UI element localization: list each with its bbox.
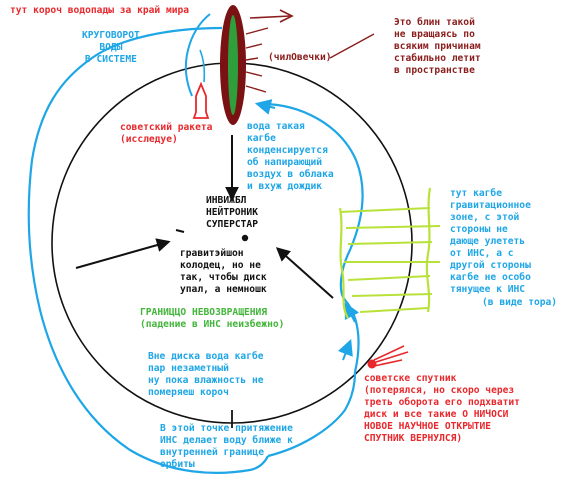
side-arrow: [329, 33, 375, 59]
arrow-from-left: [75, 238, 171, 269]
sheep-label: (чилОвечки): [268, 52, 332, 63]
rotation-arrow-top: [249, 15, 291, 19]
waterfall-top-left: [184, 13, 211, 97]
satellite-label: советске спутник (потерялся, но скоро че…: [364, 373, 520, 444]
water-cycle-label: КРУГОВОРОТ ВОДЫ В СИСТЕМЕ: [82, 30, 140, 65]
water-flow-arrow-top: [254, 99, 276, 115]
vapor-label: Вне диска вода кагбе пар незаметный ну п…: [148, 351, 264, 398]
neutron-star-title: ИНВИЖБЛ НЕЙТРОНИК СУПЕРСТАР: [206, 195, 258, 230]
water-cycle-bottom-loop: [267, 371, 357, 458]
water-flow-arrow-bottom: [337, 339, 353, 361]
water-drop-left: [199, 49, 206, 83]
rocket-icon: [192, 81, 210, 119]
gravity-zone-lines: [339, 207, 441, 313]
gravity-well-label: гравитэйшон колодец, но не так, чтобы ди…: [180, 248, 267, 295]
arrow-from-lower-right: [275, 247, 334, 299]
waterfall-label: тут короч водопады за край мира: [10, 5, 190, 16]
sheep-marks: [245, 27, 269, 93]
attraction-point-label: В этой точке притяжение ИНС делает воду …: [160, 423, 293, 470]
satellite-trail: [373, 345, 409, 367]
water-cycle-outer-loop: [27, 26, 269, 474]
disc-edge-inner: [228, 15, 238, 115]
center-tick: [175, 229, 185, 233]
torus-label: (в виде тора): [482, 297, 558, 308]
satellite-icon: [367, 359, 377, 369]
neutron-star-dot: [241, 234, 249, 242]
not-rotating-label: Это блин такой не вращаясь по всяким при…: [394, 17, 481, 76]
condensation-label: вода такая кагбе конденсируется об напир…: [247, 121, 334, 192]
no-return-label: ГРАНИЦЦО НЕВОЗВРАЩЕНИЯ (падение в ИНС не…: [140, 307, 285, 330]
rotation-arrow-top-head: [279, 9, 294, 23]
gravity-zone-outline: [338, 187, 432, 319]
water-flow-arrow-right: [344, 302, 360, 323]
rocket-label: советский ракета (исследуе): [120, 122, 213, 145]
gravity-zone-label: тут кагбе гравитационное зоне, с этой ст…: [450, 188, 531, 295]
